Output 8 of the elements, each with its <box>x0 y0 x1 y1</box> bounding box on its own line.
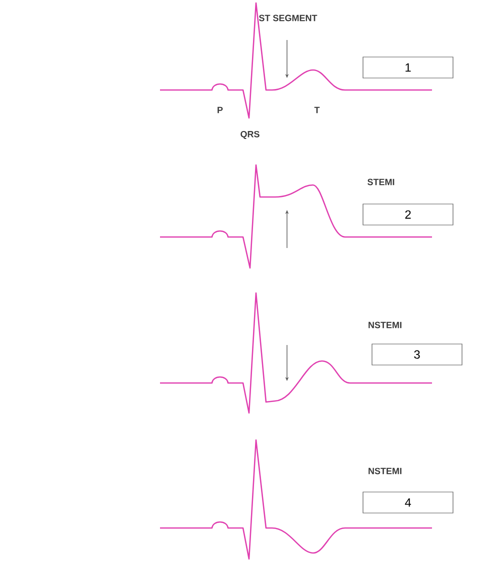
answer-box: 1 <box>362 56 454 78</box>
trace-label: P <box>218 106 223 114</box>
answer-box: 3 <box>372 344 462 366</box>
answer-box: 4 <box>362 492 454 514</box>
trace-label: ST SEGMENT <box>259 14 318 22</box>
trace-label: QRS <box>240 130 260 140</box>
trace-label: T <box>314 106 320 114</box>
answer-box: 2 <box>362 204 454 226</box>
